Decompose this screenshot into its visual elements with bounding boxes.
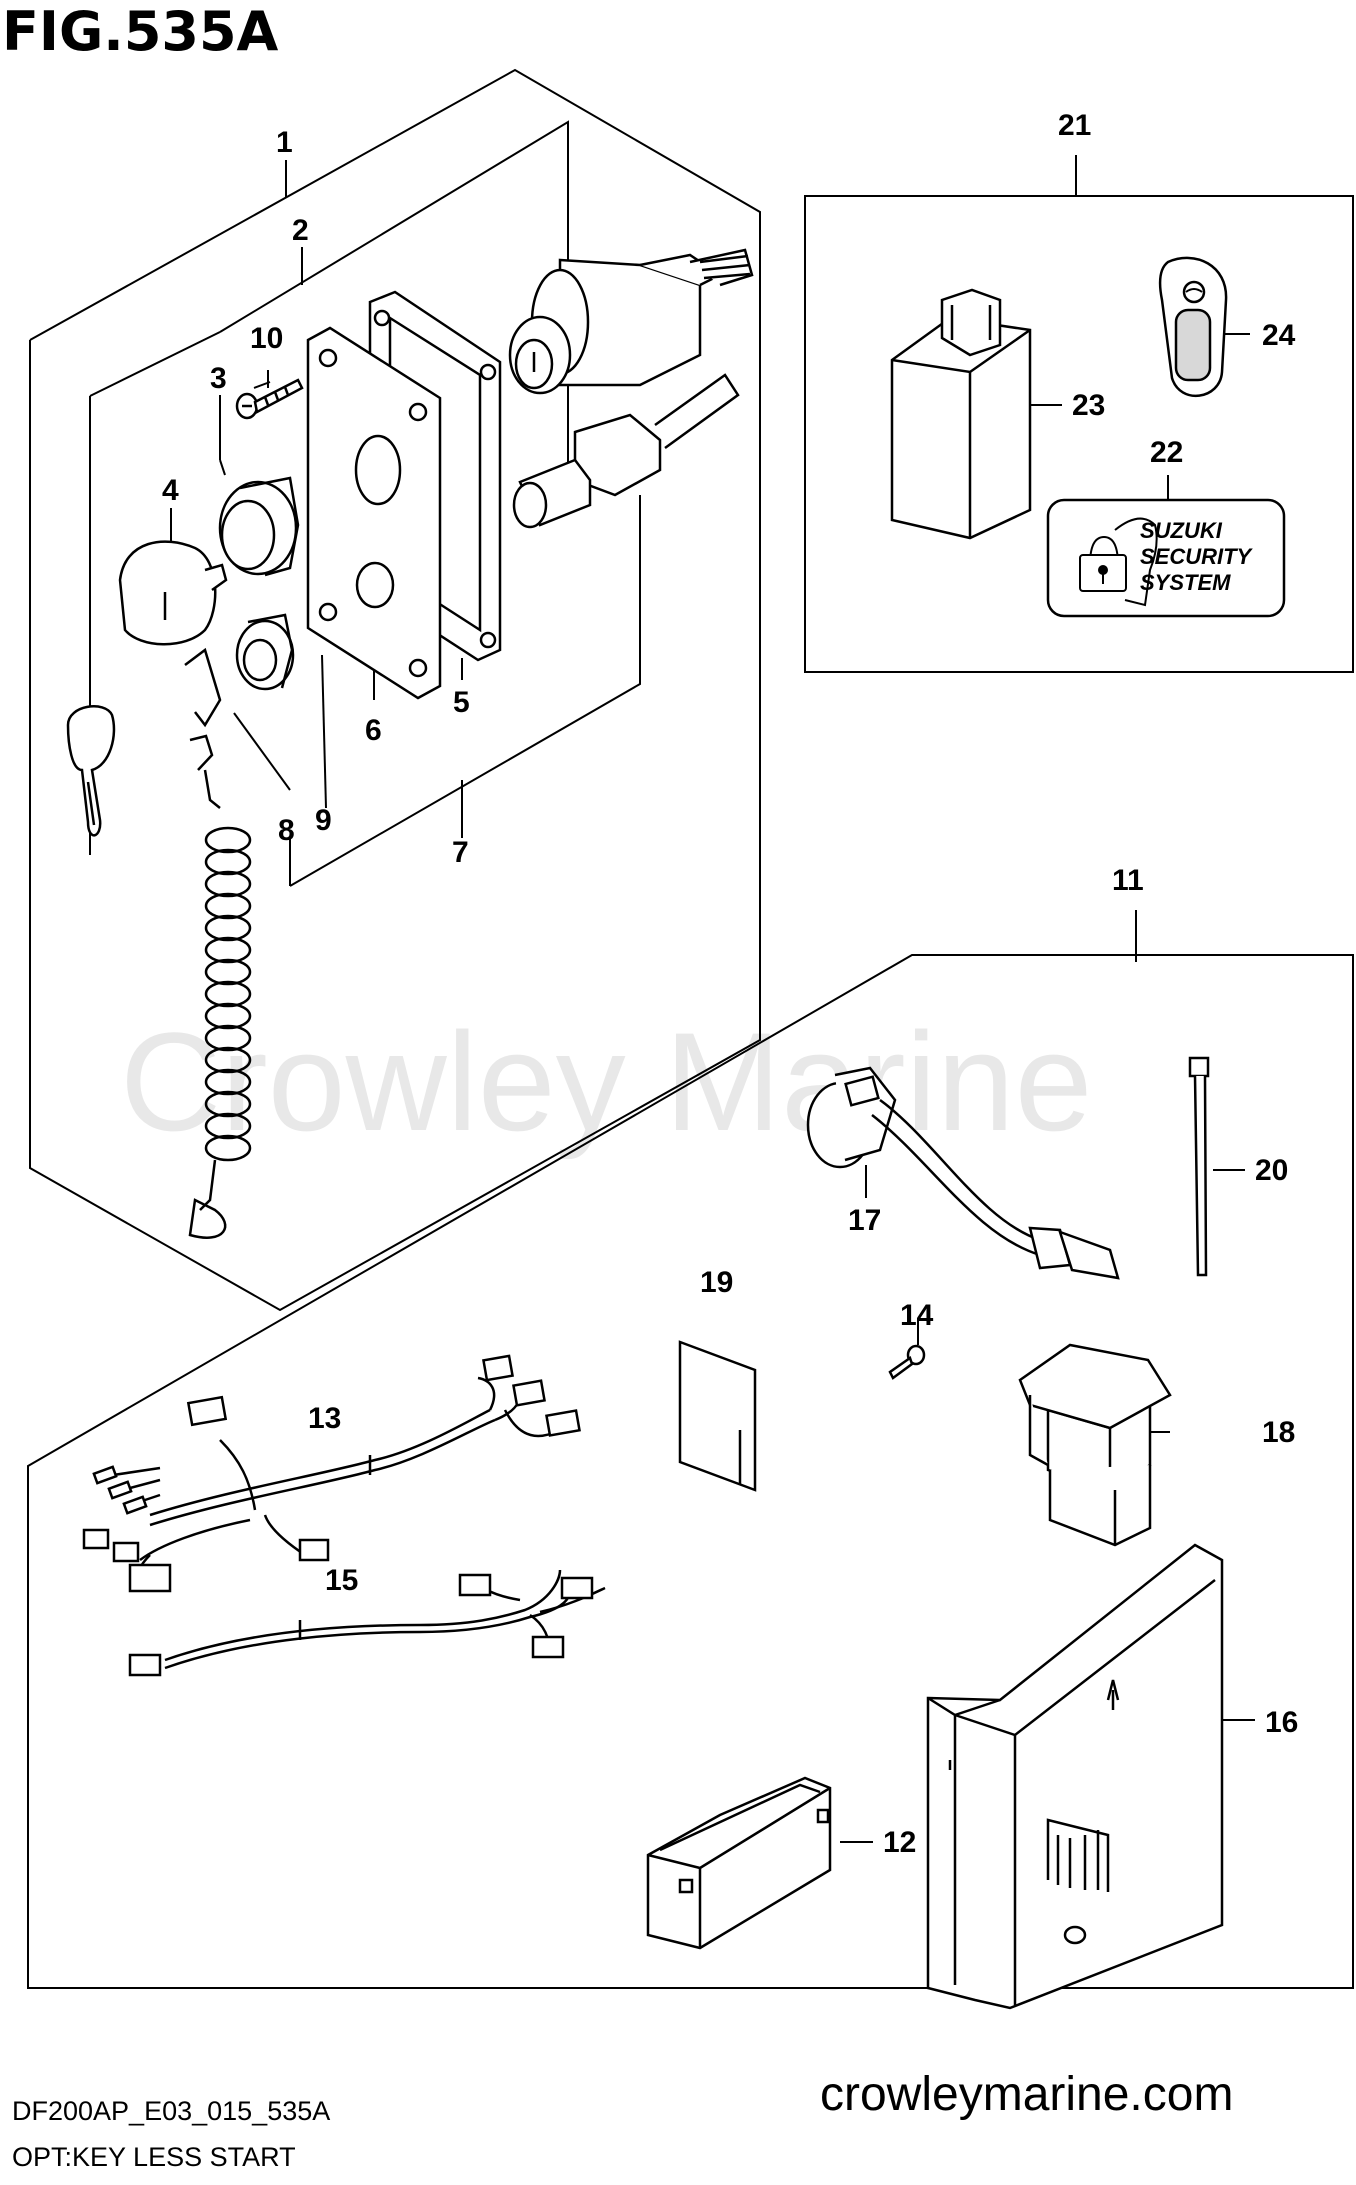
callouts: 1 2 3 4 5 6 7 8 9 10 11 12 13 14 15 16 1… [162,109,1298,1859]
lock-icon [1079,517,1158,607]
badge-line-1: SUZUKI [1140,518,1223,543]
callout-6: 6 [365,714,382,747]
callout-16: 16 [1265,1706,1298,1739]
relay-icon [1018,1343,1172,1547]
callout-5: 5 [453,686,470,719]
wire-harness-2-icon [128,1569,606,1677]
callout-14: 14 [900,1299,934,1332]
callout-10: 10 [250,322,283,355]
ring-nut-icon [218,476,300,577]
callout-3: 3 [210,362,227,395]
diagram-subtitle: OPT:KEY LESS START [12,2142,296,2172]
front-plate-icon [306,326,442,700]
callout-13: 13 [308,1402,341,1435]
diagram-code: DF200AP_E03_015_535A [12,2096,330,2126]
website-link[interactable]: crowleymarine.com [820,2068,1233,2121]
group-1-frame [29,68,761,1312]
ignition-switch-icon [508,248,754,395]
callout-15: 15 [325,1564,358,1597]
callout-9: 9 [315,804,332,837]
group-11-frame [27,954,1354,1989]
knob-icon [118,540,228,646]
callout-8: 8 [278,814,295,847]
cable-tie-icon [1188,1056,1210,1277]
callout-1: 1 [276,126,293,159]
watermark: Crowley Marine [120,1003,1092,1160]
small-nut-icon [235,613,295,691]
label-card-icon [678,1340,757,1492]
key-fob-icon [1158,256,1228,397]
wire-harness-icon [82,1354,581,1593]
callout-12: 12 [883,1826,916,1859]
callout-18: 18 [1262,1416,1295,1449]
sensor-icon [806,1066,1120,1280]
callout-21: 21 [1058,109,1091,142]
lanyard-icon [184,647,252,1239]
callout-22: 22 [1150,436,1183,469]
coil-icon [204,826,252,1162]
figure-title: FIG.535A [2,0,279,63]
ecu-icon [926,1543,1224,2010]
callout-17: 17 [848,1204,881,1237]
badge-line-2: SECURITY [1140,544,1254,569]
callout-2: 2 [292,214,309,247]
screw-icon [235,378,304,420]
callout-4: 4 [162,474,179,507]
callout-7: 7 [452,836,469,869]
callout-11: 11 [1112,864,1144,897]
callout-24: 24 [1262,319,1296,352]
small-screw-icon [888,1344,926,1380]
badge-line-3: SYSTEM [1140,570,1231,595]
group-21-frame [804,195,1354,673]
key-icon [66,705,116,837]
security-module-icon [890,288,1032,540]
stop-switch-icon [512,373,740,529]
callout-19: 19 [700,1266,733,1299]
holder-icon [646,1776,832,1950]
callout-23: 23 [1072,389,1105,422]
security-badge: SUZUKI SECURITY SYSTEM [1046,498,1286,618]
callout-20: 20 [1255,1154,1288,1187]
